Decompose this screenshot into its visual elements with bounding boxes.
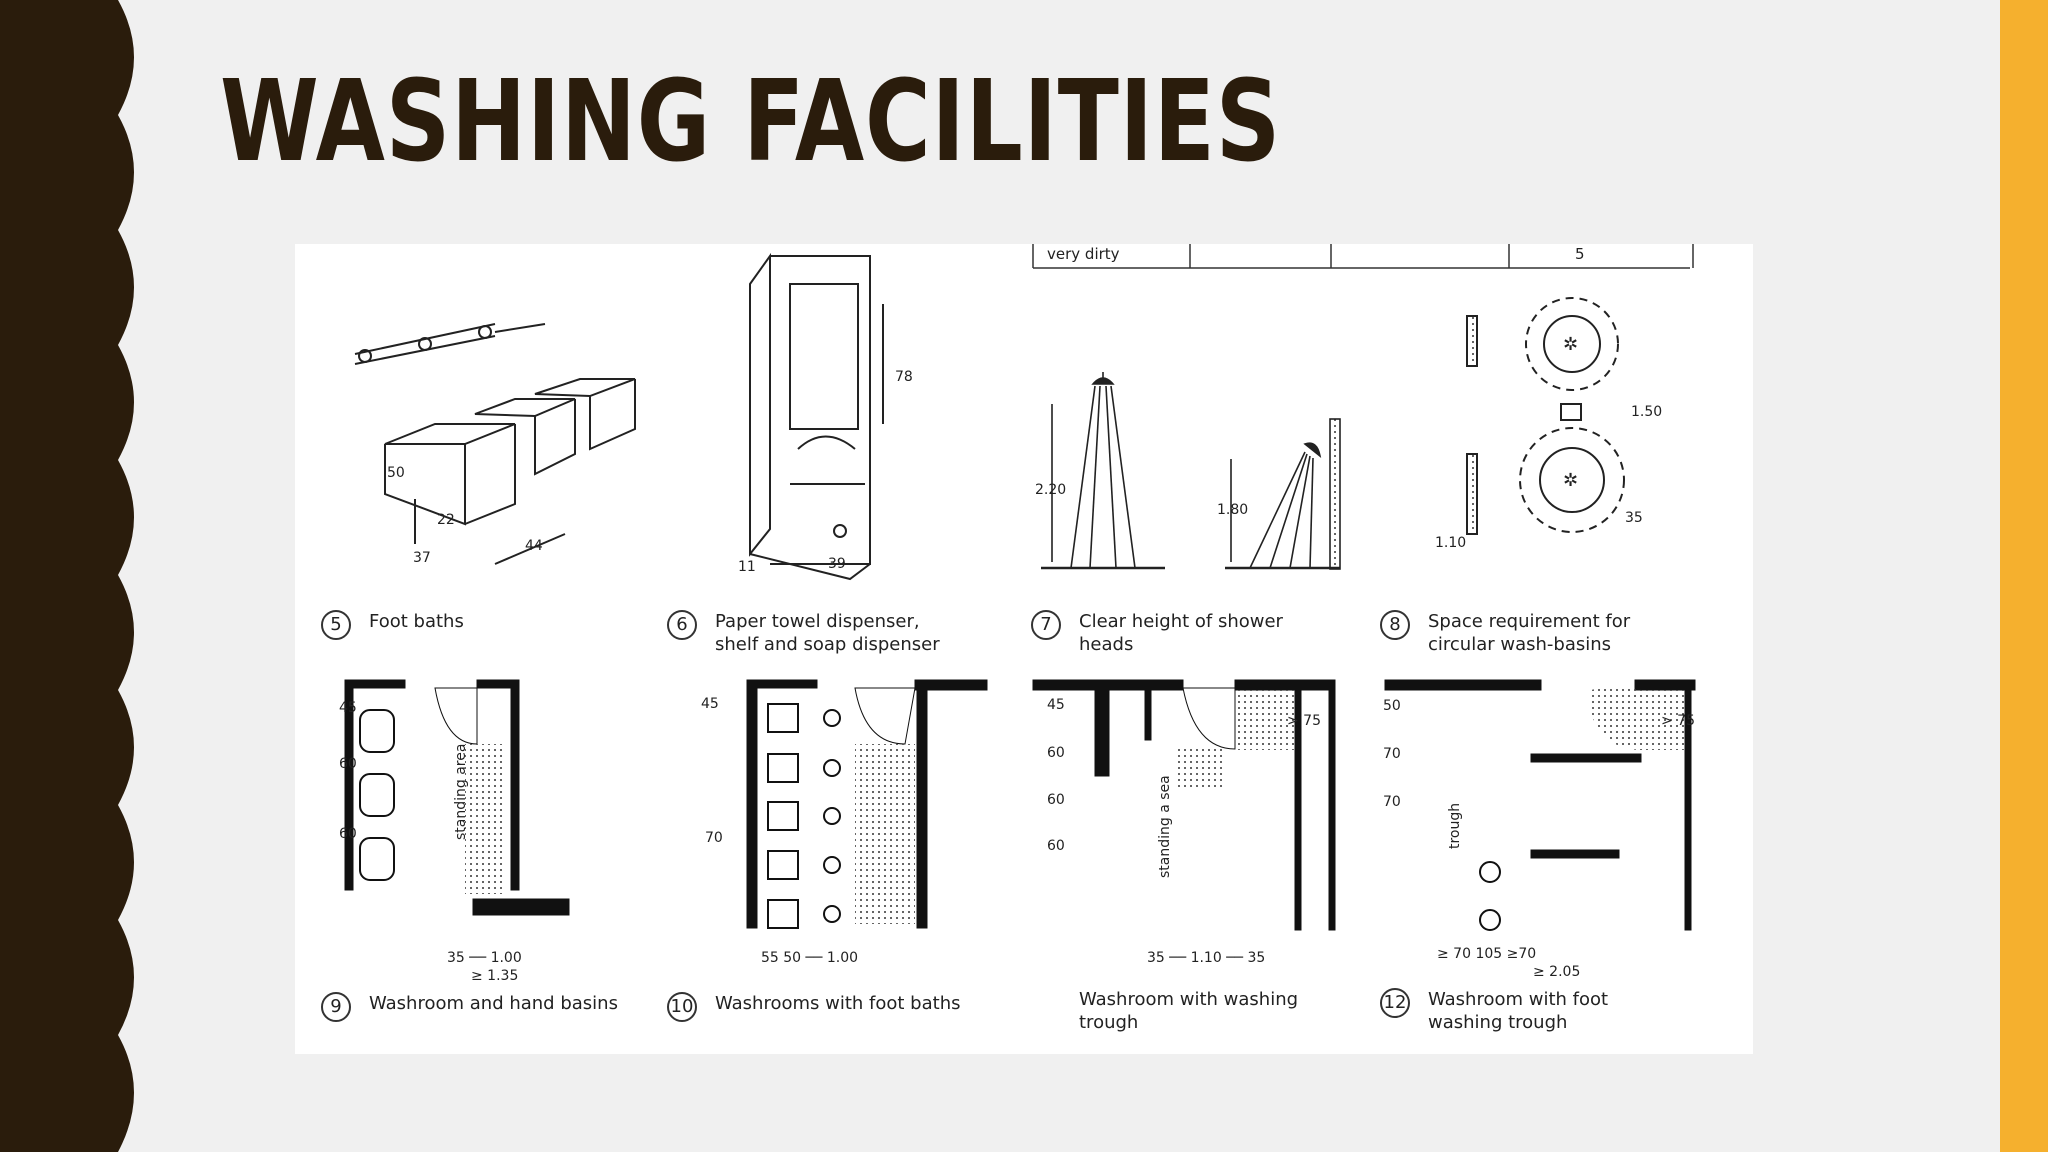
washroom-foot-trough-drawing <box>1384 679 1696 931</box>
caption-7-number: 7 <box>1031 610 1061 640</box>
washroom-hand-basins-drawing <box>344 679 570 916</box>
dim-70-f12a: 70 <box>1383 746 1401 762</box>
caption-9-text: Washroom and hand basins <box>369 993 618 1014</box>
table-row-label: very dirty <box>1047 245 1120 263</box>
label-standing-sea: standing a sea <box>1157 775 1173 878</box>
circular-basins-drawing: ✲ ✲ <box>1466 297 1625 535</box>
caption-6-text: Paper towel dispenser, shelf and soap di… <box>715 611 940 655</box>
dim-75-f11: > 75 <box>1287 713 1321 729</box>
dim-60-f9b: 60 <box>339 826 357 842</box>
caption-5-number: 5 <box>321 610 351 640</box>
table-fragment <box>1032 244 1694 269</box>
caption-5-text: Foot baths <box>369 611 464 632</box>
dim-60-f11a: 60 <box>1047 745 1065 761</box>
dim-60-f9a: 60 <box>339 756 357 772</box>
caption-11-text: Washroom with washing trough <box>1079 989 1299 1033</box>
caption-8-text: Space requirement for circular wash-basi… <box>1428 611 1631 655</box>
dim-45-f10: 45 <box>701 696 719 712</box>
dim-39: 39 <box>828 556 846 572</box>
dim-f12-bottom1: ≥ 70 105 ≥70 <box>1437 946 1536 962</box>
dim-75-f12: > 75 <box>1661 713 1695 729</box>
slide-title: WASHING FACILITIES <box>220 57 1282 187</box>
caption-9-number: 9 <box>321 992 351 1022</box>
foot-baths-drawing <box>354 323 636 565</box>
dim-2-20: 2.20 <box>1035 482 1066 498</box>
svg-text:✲: ✲ <box>1563 334 1578 354</box>
dim-f11-bottom: 35 ── 1.10 ── 35 <box>1147 950 1265 966</box>
dim-70-f10: 70 <box>705 830 723 846</box>
dim-50-f12: 50 <box>1383 698 1401 714</box>
dim-60-f11b: 60 <box>1047 792 1065 808</box>
caption-12-number: 12 <box>1380 988 1410 1018</box>
washroom-washing-trough-drawing <box>1032 679 1336 931</box>
caption-8-number: 8 <box>1380 610 1410 640</box>
dim-78: 78 <box>895 369 913 385</box>
dim-f9-bottom2: ≥ 1.35 <box>471 968 518 984</box>
dim-60-f11c: 60 <box>1047 838 1065 854</box>
dim-45-f9: 45 <box>339 700 357 716</box>
wavy-left-band <box>0 0 134 1152</box>
washroom-foot-baths-drawing <box>746 679 988 929</box>
accent-right-band <box>2000 0 2048 1152</box>
dim-70-f12b: 70 <box>1383 794 1401 810</box>
caption-7-text: Clear height of shower heads <box>1079 611 1283 655</box>
dim-35-basin: 35 <box>1625 510 1643 526</box>
dim-11: 11 <box>738 559 756 575</box>
svg-text:✲: ✲ <box>1563 470 1578 490</box>
figure-drawings: very dirty 5 50 37 22 44 <box>339 244 1696 984</box>
caption-10-number: 10 <box>667 992 697 1022</box>
dim-50: 50 <box>387 465 405 481</box>
dim-37: 37 <box>413 550 431 566</box>
caption-12-text: Washroom with foot washing trough <box>1428 989 1609 1033</box>
dim-44: 44 <box>525 538 543 554</box>
dim-22: 22 <box>437 512 455 528</box>
table-row-value: 5 <box>1575 245 1585 263</box>
dim-f9-bottom1: 35 ── 1.00 <box>447 950 522 966</box>
dim-1-10: 1.10 <box>1435 535 1466 551</box>
dim-1-50: 1.50 <box>1631 404 1662 420</box>
caption-6-number: 6 <box>667 610 697 640</box>
shower-heads-drawing <box>1041 372 1341 570</box>
dim-45-f11: 45 <box>1047 697 1065 713</box>
dim-1-80: 1.80 <box>1217 502 1248 518</box>
label-trough: trough <box>1447 803 1463 849</box>
dim-f12-bottom2: ≥ 2.05 <box>1533 964 1580 980</box>
dispenser-drawing <box>749 252 884 581</box>
caption-10-text: Washrooms with foot baths <box>715 993 961 1014</box>
dim-f10-bottom: 55 50 ── 1.00 <box>761 950 858 966</box>
figure-panel: very dirty 5 50 37 22 44 <box>295 244 1753 1054</box>
label-standing-area: standing area <box>453 744 469 840</box>
